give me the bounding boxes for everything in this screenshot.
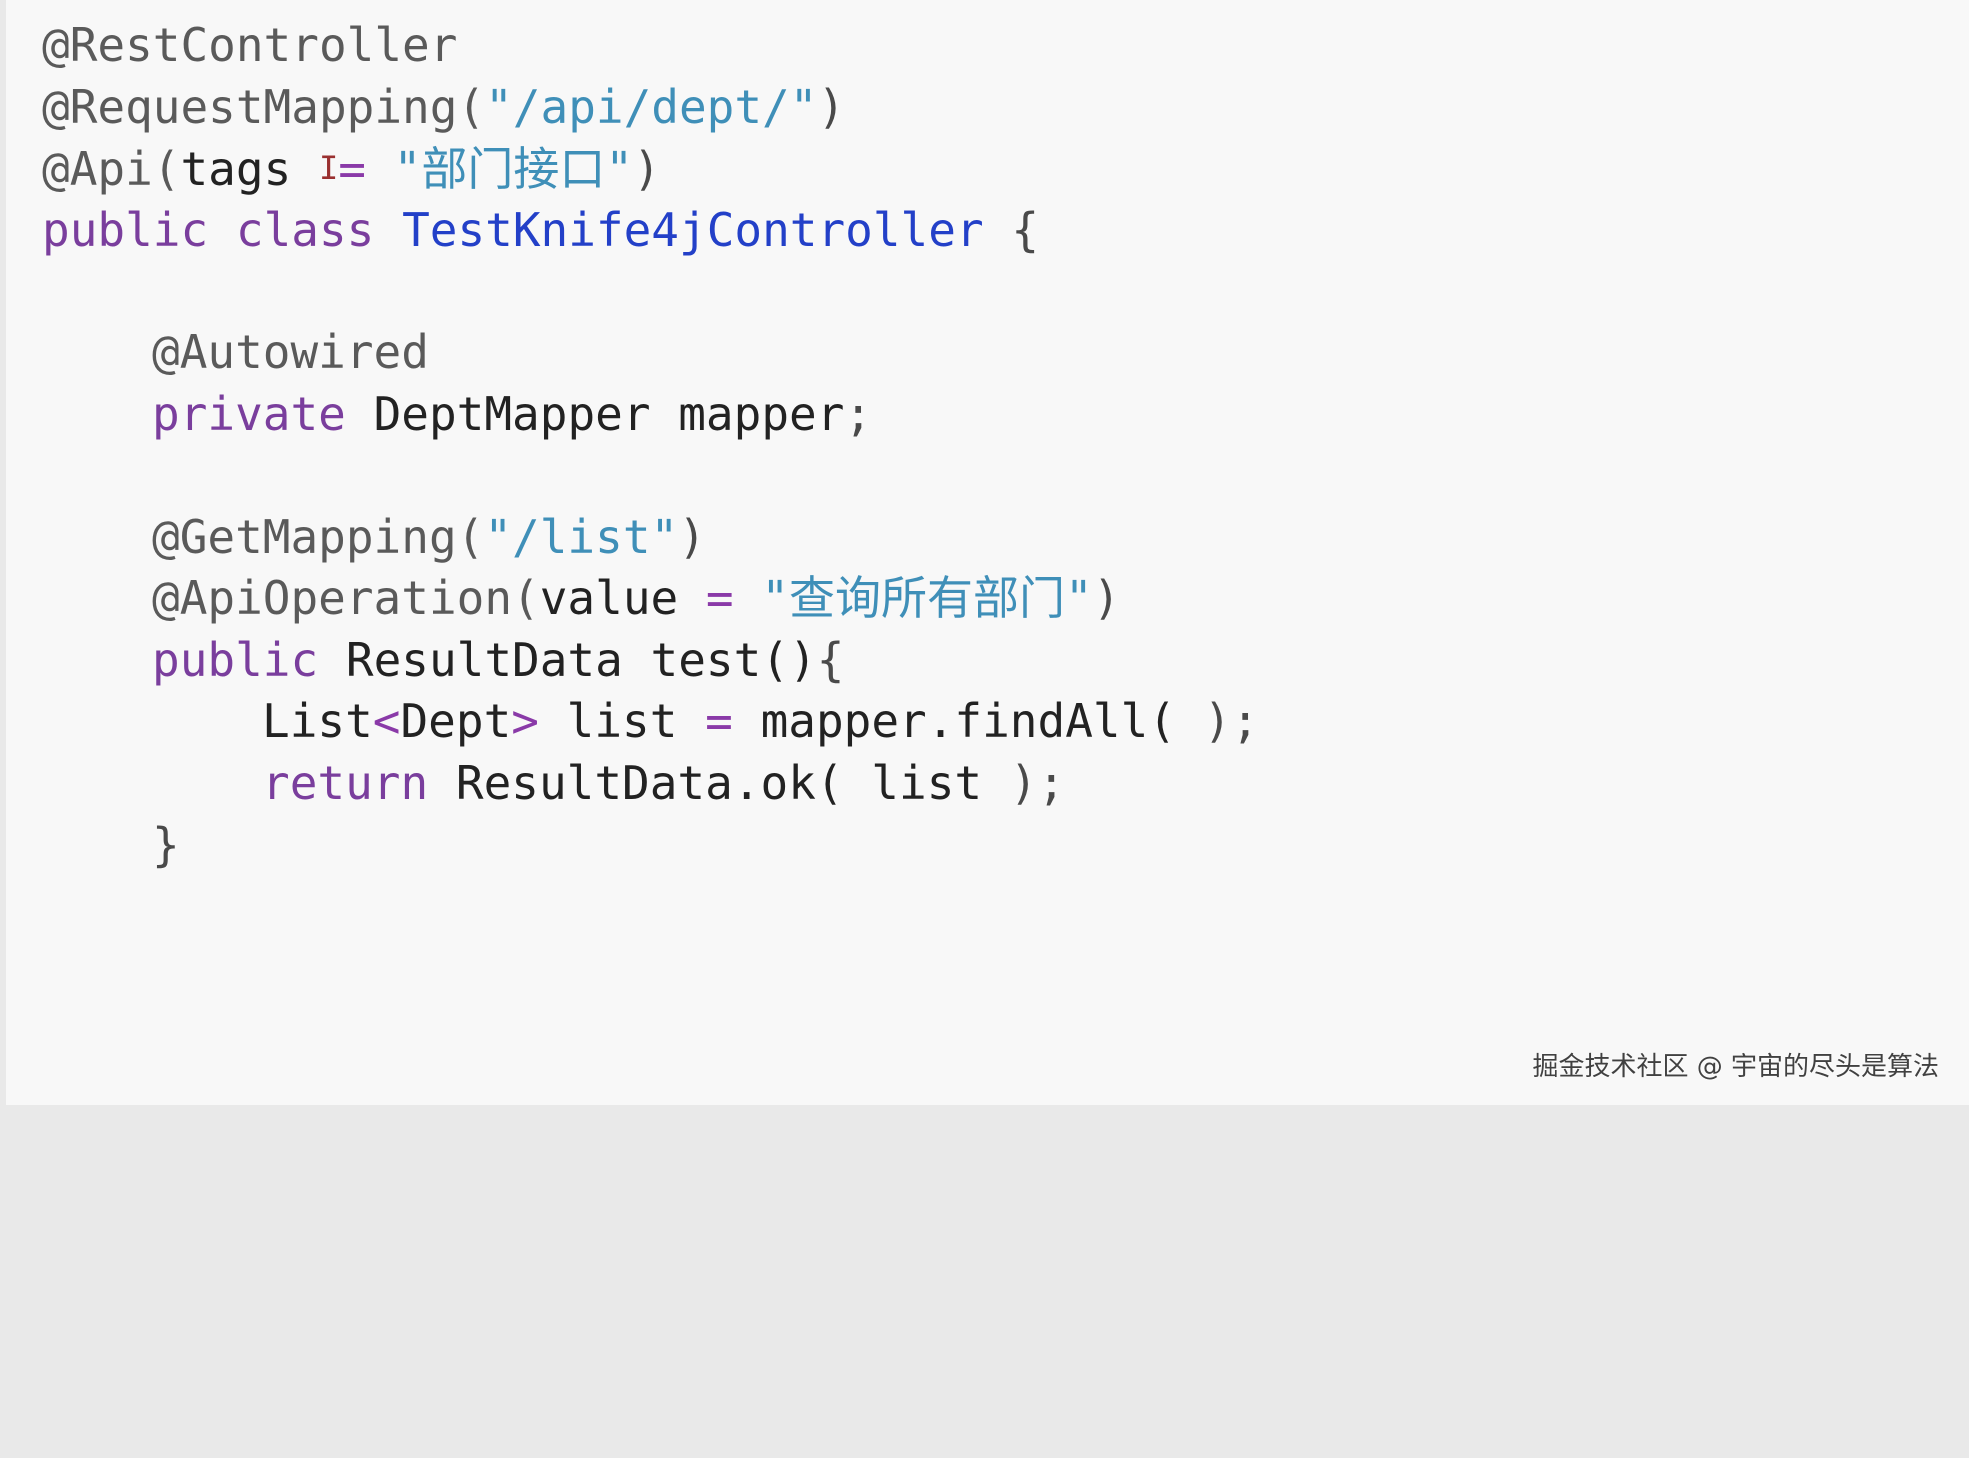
code-line-4: public class TestKnife4jController { [42,195,1039,265]
close-paren-semicolon: ); [1009,756,1066,810]
keyword-public: public [152,633,319,687]
code-line-3: @Api(tags I= "部门接口") [42,133,661,203]
equals-sign: = [705,694,733,748]
code-line-6: @Autowired [42,317,429,387]
keyword-class: class [235,203,375,257]
type-dept: Dept [400,694,512,748]
close-paren-semicolon: ); [1175,694,1260,748]
annotation-api-operation: @ApiOperation( [152,571,540,625]
code-line-12: List<Dept> list = mapper.findAll( ); [42,686,1259,756]
code-line-2: @RequestMapping("/api/dept/") [42,72,845,142]
semicolon: ; [844,387,873,441]
annotation-request-mapping: @RequestMapping( [42,80,486,134]
keyword-return: return [262,756,429,810]
call-find-all: mapper.findAll( [760,694,1176,748]
keyword-private: private [152,387,346,441]
equals-sign: = [338,142,394,196]
param-tags: tags [180,142,319,196]
text-cursor-icon: I [318,149,339,187]
code-line-14: } [42,810,180,880]
close-paren: ) [678,510,706,564]
equals-sign: = [705,571,734,625]
code-line-9: @GetMapping("/list") [42,502,706,572]
param-value: value [539,571,679,625]
type-dept-mapper: DeptMapper [373,387,651,441]
string-dept-interface: "部门接口" [393,142,634,196]
type-result-data: ResultData [345,633,623,687]
var-list: list [566,694,678,748]
type-list: List [262,694,373,748]
code-line-1: @RestController [42,10,457,80]
call-result-data-ok: ResultData.ok( [455,756,844,810]
generic-open: < [372,694,401,748]
string-list-path: "/list" [484,510,679,564]
keyword-public: public [42,203,209,257]
field-mapper: mapper [678,387,845,441]
class-name: TestKnife4jController [402,203,984,257]
code-line-10: @ApiOperation(value = "查询所有部门") [42,563,1120,633]
annotation-get-mapping: @GetMapping( [152,510,485,564]
open-brace: { [816,633,845,687]
string-query-all-depts: "查询所有部门" [761,571,1093,625]
watermark: 掘金技术社区 @ 宇宙的尽头是算法 [1532,1052,1939,1082]
code-screenshot-panel: @RestController @RequestMapping("/api/de… [6,0,1969,1105]
code-line-7: private DeptMapper mapper; [42,379,872,449]
arg-list: list [843,756,1010,810]
method-test: test() [650,633,817,687]
generic-close: > [511,694,539,748]
code-line-11: public ResultData test(){ [42,625,844,695]
close-paren: ) [1092,571,1121,625]
close-brace: } [152,818,180,872]
string-api-dept: "/api/dept/" [485,80,818,134]
close-paren: ) [633,142,661,196]
code-block: @RestController @RequestMapping("/api/de… [42,0,1259,1458]
annotation-rest-controller: @RestController [42,18,458,72]
code-line-13: return ResultData.ok( list ); [42,748,1065,818]
annotation-api: @Api( [42,142,181,196]
close-paren: ) [817,80,846,134]
annotation-autowired: @Autowired [152,325,429,379]
open-brace: { [1011,203,1040,257]
